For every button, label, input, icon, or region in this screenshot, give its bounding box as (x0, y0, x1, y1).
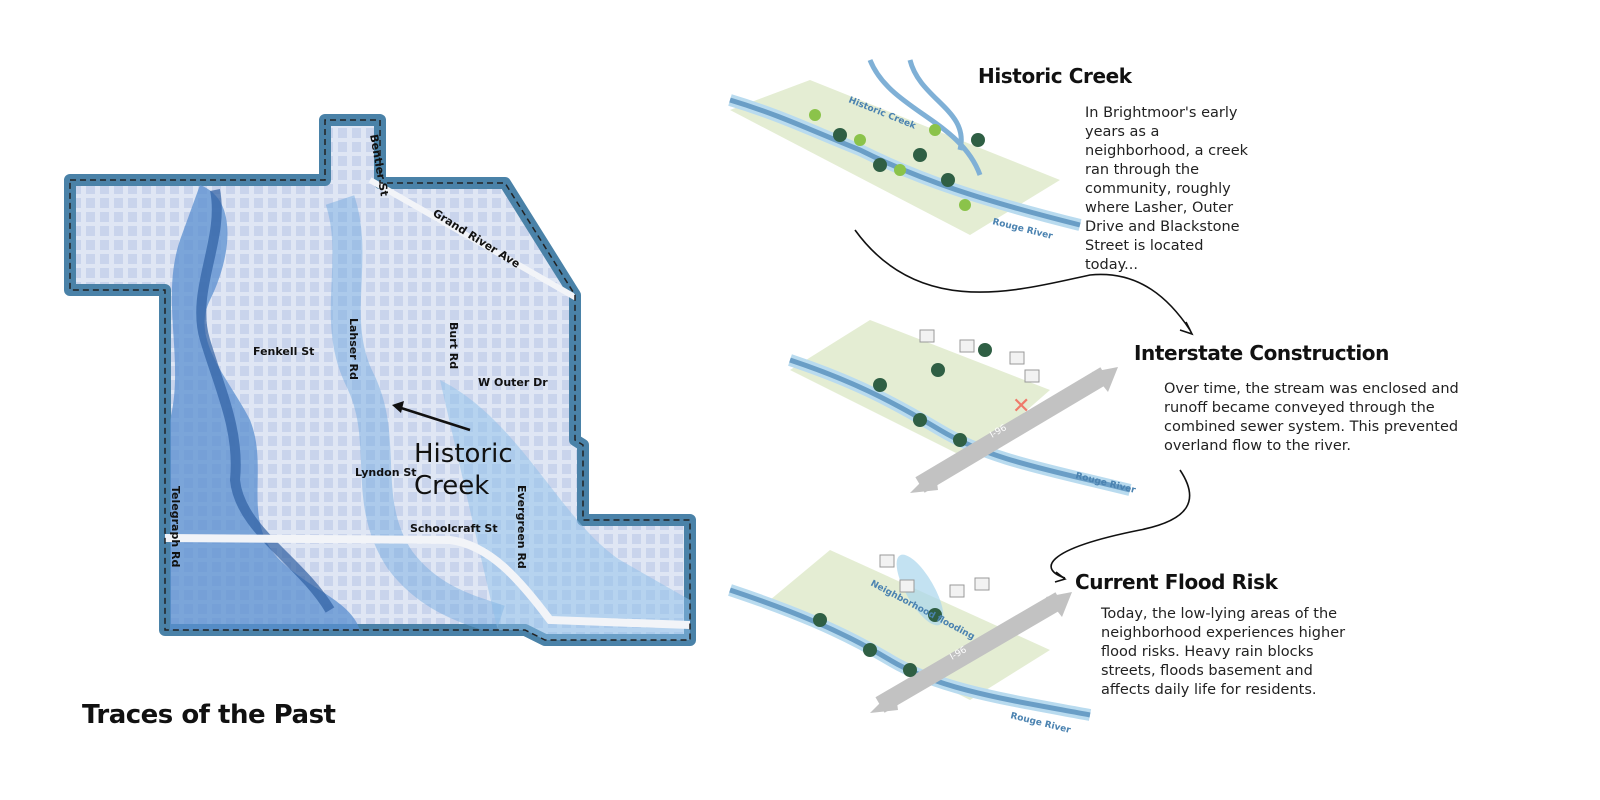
historic-creek-trace (325, 195, 505, 635)
historic-creek-callout-line1: Historic (414, 439, 513, 469)
stage-1-heading: Historic Creek (978, 64, 1132, 88)
i96-freeway (164, 534, 690, 629)
street-label-w-outer: W Outer Dr (478, 376, 548, 389)
stage-3-illustration: I-96 Neighborhood flooding Rouge River (728, 550, 1092, 736)
stage-3-body: Today, the low-lying areas of the neighb… (1101, 606, 1346, 698)
map-boundary-dashed (69, 119, 691, 641)
rouge-river-floodplain (170, 185, 360, 630)
stage-2-heading: Interstate Construction (1134, 341, 1389, 365)
street-label-schoolcraft: Schoolcraft St (410, 522, 498, 535)
street-label-lahser: Lahser Rd (347, 318, 360, 380)
stage-1-illustration: Historic Creek Rouge River (728, 59, 1082, 242)
stage-1-body: In Brightmoor's early years as a neighbo… (1085, 105, 1249, 273)
callout-arrowhead (392, 401, 404, 413)
closed-stream-x-icon: ✕ (1012, 394, 1030, 419)
low-lying-area (440, 380, 690, 640)
historic-creek-callout-line2: Creek (414, 471, 489, 501)
grand-river-road (368, 177, 582, 303)
street-label-fenkell: Fenkell St (253, 345, 314, 358)
stage-diagrams: Historic Creek Rouge River I-96 ✕ Rouge … (728, 59, 1194, 736)
neighborhood-map: Bentler St Grand River Ave Fenkell St La… (64, 114, 696, 646)
stage-3-heading: Current Flood Risk (1075, 570, 1278, 594)
flow-arrow-1 (854, 229, 1191, 331)
callout-arrow (397, 405, 471, 432)
street-label-burt: Burt Rd (447, 322, 460, 369)
street-label-telegraph: Telegraph Rd (169, 486, 182, 567)
flow-arrow-2 (1050, 469, 1191, 579)
street-label-evergreen: Evergreen Rd (515, 485, 528, 569)
flow-arrowhead-1 (1179, 321, 1194, 336)
street-label-lyndon: Lyndon St (355, 466, 417, 479)
page-title: Traces of the Past (82, 700, 336, 730)
flow-arrowhead-2 (1054, 571, 1067, 583)
stage-2-illustration: I-96 ✕ Rouge River (788, 320, 1137, 496)
rouge-river-channel (196, 189, 335, 613)
stage-2-body: Over time, the stream was enclosed and r… (1164, 381, 1459, 454)
